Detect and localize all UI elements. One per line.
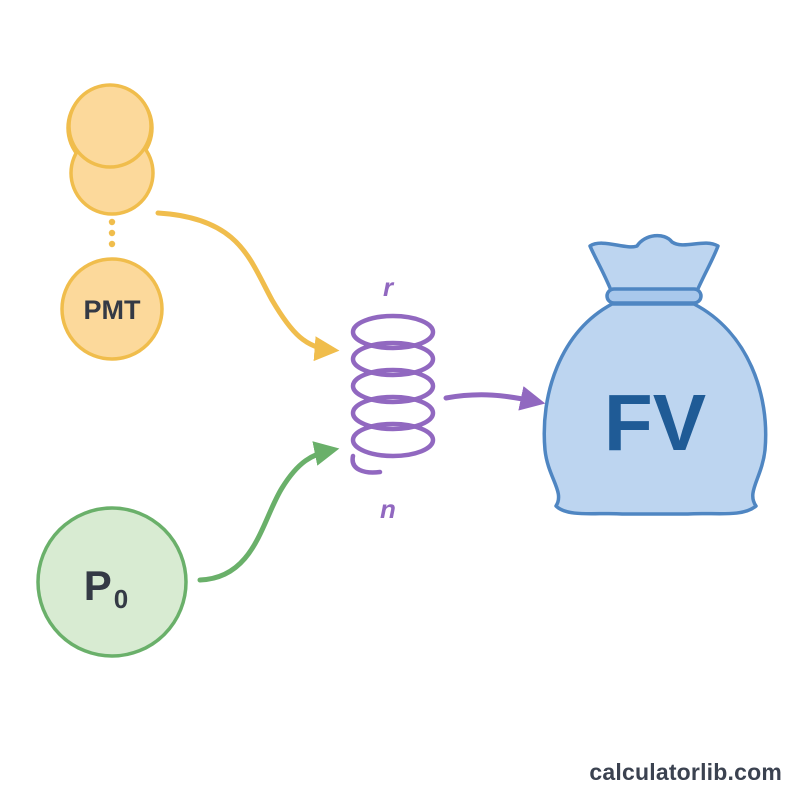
money-bag-icon: FV [542,233,768,516]
pmt-arrow [155,210,340,362]
coin-stack-icon: PMT [60,83,164,361]
future-value-label: FV [604,378,706,467]
rate-label: r [383,272,395,302]
bag-body [542,302,768,516]
pmt-label: PMT [84,295,142,325]
principal-circle [36,506,188,658]
spring-coil-icon [350,313,436,475]
principal-subscript: 0 [114,584,128,614]
site-watermark: calculatorlib.com [589,759,782,785]
periods-label: n [380,494,396,524]
principal-node: P0 [36,506,188,658]
coin-continuation-dots [108,218,116,248]
output-arrow [443,386,546,411]
pmt-coin [60,257,164,361]
principal-text: P0 [84,562,128,614]
coin-top-overlay [67,83,153,169]
bag-tie [605,287,703,305]
bag-top [588,233,720,300]
principal-arrow [197,441,340,583]
principal-label: P [84,562,112,609]
